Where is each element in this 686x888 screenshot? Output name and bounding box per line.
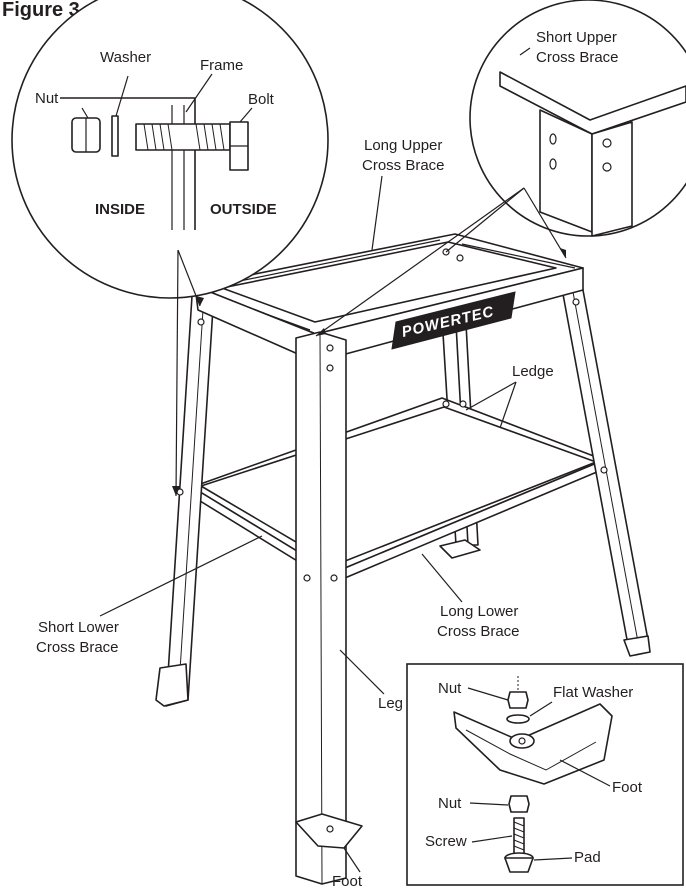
label-frame: Frame (200, 57, 243, 74)
label-nut-detail: Nut (35, 90, 59, 107)
label-screw: Screw (425, 833, 467, 850)
detail-washer (111, 115, 119, 157)
label-inset-foot: Foot (612, 779, 643, 796)
label-short-lower-l1: Short Lower (38, 619, 119, 636)
label-short-lower-l2: Cross Brace (36, 639, 119, 656)
label-leg: Leg (378, 695, 403, 712)
label-long-upper-l1: Long Upper (364, 137, 442, 154)
rear-foot (439, 539, 481, 559)
stand-labels: Long Upper Cross Brace Ledge Short Lower… (36, 137, 554, 888)
label-pad: Pad (574, 849, 601, 866)
label-short-upper-l2: Cross Brace (536, 49, 619, 66)
label-long-lower-l2: Cross Brace (437, 623, 520, 640)
label-bolt: Bolt (248, 91, 275, 108)
label-washer: Washer (100, 49, 151, 66)
powertec-logo-plate (391, 291, 516, 350)
label-long-lower-l1: Long Lower (440, 603, 518, 620)
foot-assembly-inset: Nut Flat Washer Foot Nut Screw Pad (406, 663, 684, 886)
label-inset-nut-top: Nut (438, 680, 462, 697)
left-foot (155, 663, 189, 707)
top-frame-opening (221, 241, 557, 323)
inset-flat-washer (506, 714, 530, 724)
label-inside: INSIDE (95, 201, 145, 218)
loose-foot (295, 813, 363, 849)
label-flat-washer: Flat Washer (553, 684, 633, 701)
label-short-upper-l1: Short Upper (536, 29, 617, 46)
corner-top-rails (499, 71, 686, 135)
label-outside: OUTSIDE (210, 201, 277, 218)
bolt-detail-callout: Nut Washer Frame Bolt INSIDE OUTSIDE (11, 0, 329, 497)
label-foot-bottom: Foot (332, 873, 363, 888)
inset-middle-nut (508, 795, 530, 813)
right-foot (623, 635, 651, 657)
corner-detail-callout: Short Upper Cross Brace (315, 0, 686, 337)
figure-title: Figure 3 (2, 0, 80, 21)
inset-top-nut (507, 691, 529, 709)
label-inset-nut-mid: Nut (438, 795, 462, 812)
label-ledge: Ledge (512, 363, 554, 380)
label-long-upper-l2: Cross Brace (362, 157, 445, 174)
corner-front-plate (591, 121, 633, 237)
